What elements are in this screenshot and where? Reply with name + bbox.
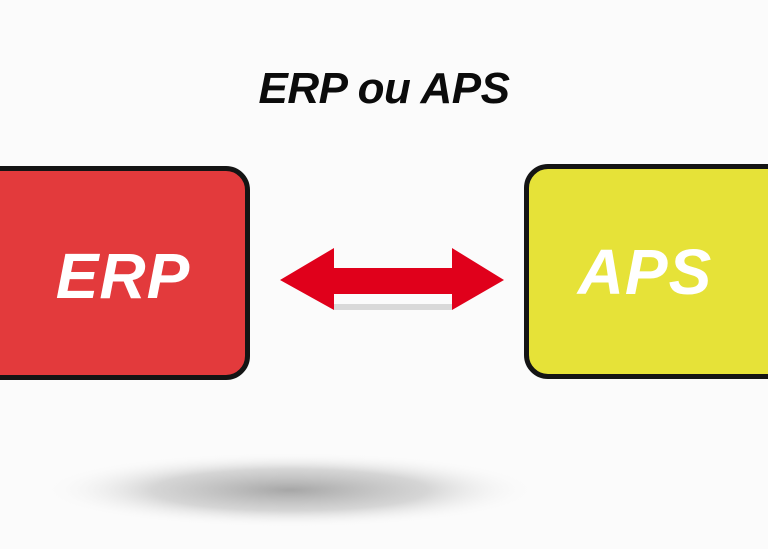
aps-box: APS: [524, 164, 768, 379]
aps-label: APS: [577, 235, 713, 308]
double-headed-arrow-icon: [280, 248, 504, 310]
erp-box: ERP: [0, 166, 250, 380]
diagram-title: ERP ou APS: [258, 64, 510, 113]
erp-label: ERP: [55, 240, 191, 312]
drop-shadow: [40, 452, 540, 528]
